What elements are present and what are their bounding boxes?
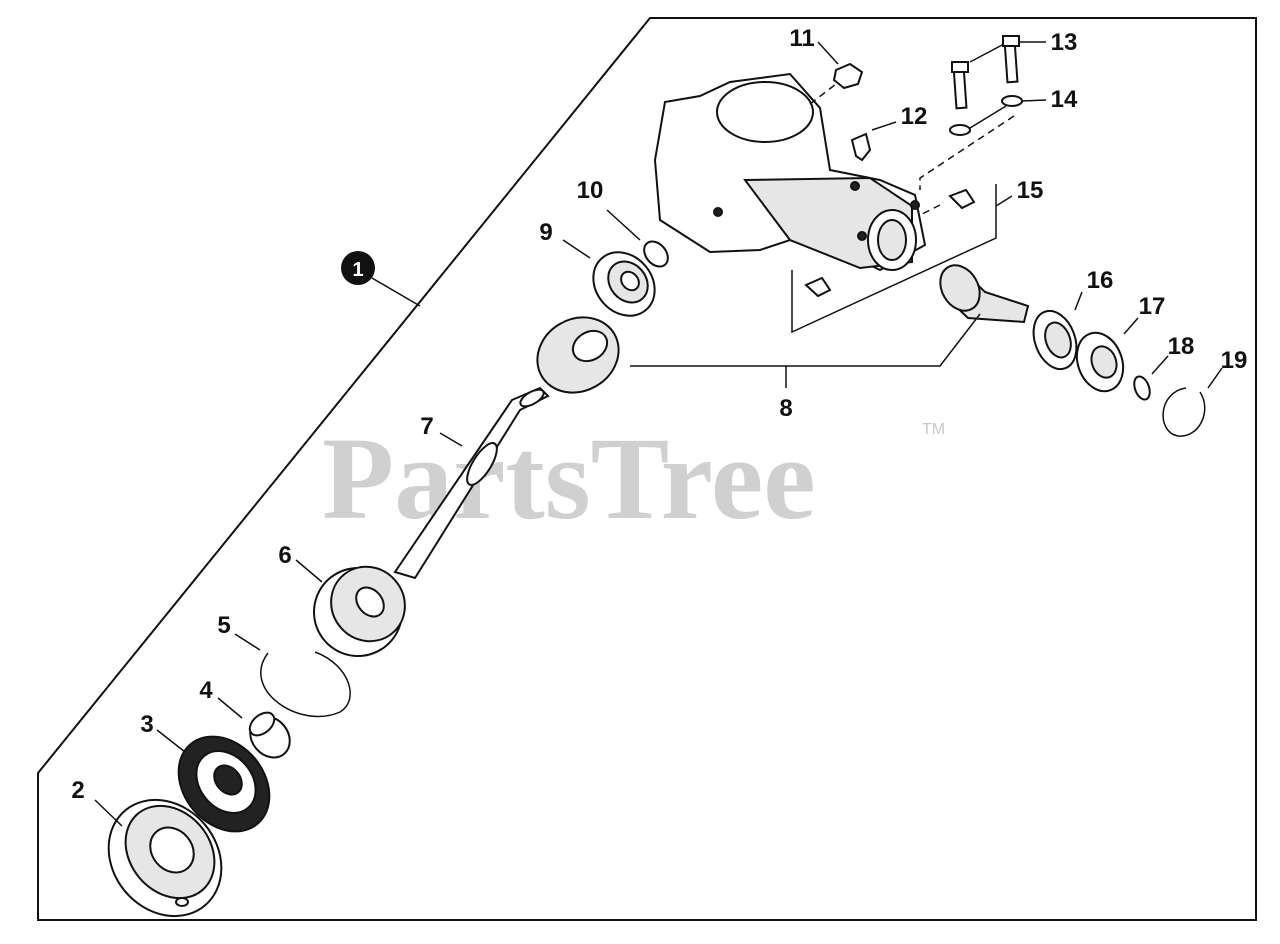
part-8-gear-set[interactable] xyxy=(524,258,1030,407)
part-6-bearing[interactable] xyxy=(295,550,420,674)
callout-19[interactable]: 19 xyxy=(1221,347,1248,374)
callout-5[interactable]: 5 xyxy=(217,612,230,639)
part-7-shaft[interactable] xyxy=(393,386,550,580)
assembly-marker-text: 1 xyxy=(352,259,363,281)
gear-case-housing[interactable] xyxy=(653,72,927,272)
callout-14[interactable]: 14 xyxy=(1051,86,1078,113)
callout-9[interactable]: 9 xyxy=(539,219,552,246)
callout-6[interactable]: 6 xyxy=(278,542,291,569)
callout-12[interactable]: 12 xyxy=(901,103,928,130)
watermark: PartsTree TM xyxy=(322,413,945,544)
assembly-marker[interactable]: 1 xyxy=(341,251,421,307)
callout-17[interactable]: 17 xyxy=(1139,293,1166,320)
part-9-bearing[interactable] xyxy=(562,239,667,328)
callout-7[interactable]: 7 xyxy=(420,413,433,440)
part-15-clamp[interactable] xyxy=(791,184,1013,334)
part-19-snap-ring[interactable] xyxy=(1162,367,1223,437)
part-12-bolt[interactable] xyxy=(850,121,897,162)
callout-3[interactable]: 3 xyxy=(140,711,153,738)
callout-13[interactable]: 13 xyxy=(1051,29,1078,56)
part-10-snap-ring[interactable] xyxy=(606,209,673,271)
watermark-text: PartsTree xyxy=(322,413,816,544)
callout-18[interactable]: 18 xyxy=(1168,333,1195,360)
part-5-snap-ring[interactable] xyxy=(234,633,351,718)
watermark-trademark: TM xyxy=(922,421,945,438)
leader-1 xyxy=(371,277,421,307)
assembly-marker-circle xyxy=(341,251,375,285)
part-18-ring[interactable] xyxy=(1131,355,1169,402)
callouts: 2 3 4 5 6 7 8 9 10 11 12 13 14 15 16 17 … xyxy=(71,25,1247,804)
callout-15[interactable]: 15 xyxy=(1017,177,1044,204)
callout-2[interactable]: 2 xyxy=(71,777,84,804)
callout-16[interactable]: 16 xyxy=(1087,267,1114,294)
callout-11[interactable]: 11 xyxy=(789,25,814,52)
part-2-cover[interactable] xyxy=(85,777,244,939)
callout-10[interactable]: 10 xyxy=(577,177,604,204)
part-16-bearing[interactable] xyxy=(1026,291,1084,375)
callout-4[interactable]: 4 xyxy=(199,677,213,704)
part-11-bolt[interactable] xyxy=(817,41,864,90)
callout-8[interactable]: 8 xyxy=(779,395,792,422)
part-4-bushing[interactable] xyxy=(217,697,298,765)
assembly-frame xyxy=(37,17,1257,921)
part-13-screws[interactable] xyxy=(951,35,1046,110)
part-17-bearing[interactable] xyxy=(1069,317,1139,398)
part-3-seal[interactable] xyxy=(156,718,288,849)
part-14-washers[interactable] xyxy=(919,95,1047,190)
